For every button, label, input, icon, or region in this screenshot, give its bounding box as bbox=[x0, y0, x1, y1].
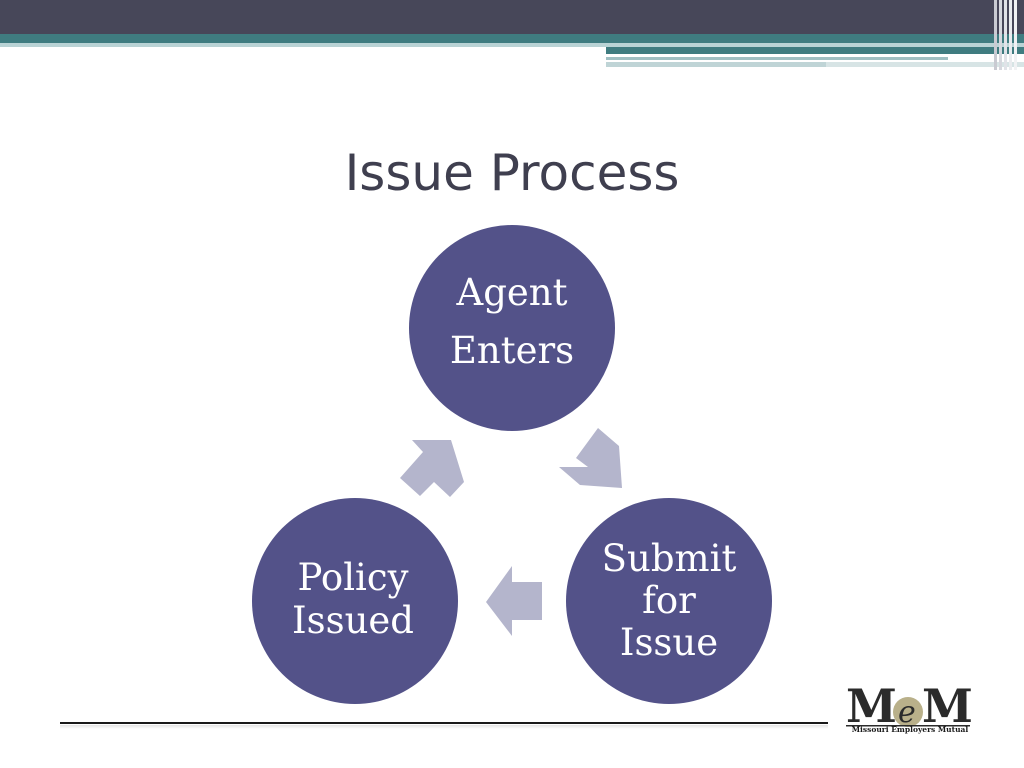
logo-company-name: Missouri Employers Mutual bbox=[851, 725, 969, 734]
node-policy-circle bbox=[252, 498, 458, 704]
node-policy-line-1: Policy bbox=[297, 556, 409, 599]
footer-divider bbox=[60, 722, 828, 724]
node-agent-circle bbox=[409, 225, 615, 431]
header-teal-bar bbox=[0, 34, 1024, 43]
node-policy-line-2: Issued bbox=[291, 599, 414, 642]
logo-letter-m-left: M bbox=[846, 679, 897, 733]
header-stripe bbox=[999, 0, 1002, 70]
header-stripe bbox=[994, 0, 997, 70]
node-submit-circle bbox=[566, 498, 772, 704]
node-agent-label: Agent Enters bbox=[410, 226, 614, 430]
node-submit-line-2: for bbox=[642, 579, 696, 622]
node-submit-line-3: Issue bbox=[619, 621, 719, 664]
footer-divider-shadow bbox=[60, 725, 828, 729]
header-stripe bbox=[1004, 0, 1007, 70]
slide-title: Issue Process bbox=[344, 144, 680, 202]
node-policy-label: Policy Issued bbox=[250, 498, 456, 704]
header-stripe bbox=[1014, 0, 1017, 70]
header-thin-line-lower bbox=[606, 62, 826, 67]
header-dark-bar bbox=[0, 0, 1024, 34]
node-agent-line-2: Enters bbox=[449, 329, 575, 372]
node-agent-line-1: Agent bbox=[456, 271, 568, 314]
logo-e-badge bbox=[893, 697, 923, 727]
node-submit-line-1: Submit bbox=[601, 537, 737, 580]
header-light-bar bbox=[0, 43, 1024, 47]
logo-letter-m-right: M bbox=[922, 679, 973, 733]
mem-logo: M e M bbox=[846, 679, 973, 733]
arrow-submit-to-policy-icon bbox=[486, 566, 542, 636]
node-submit-label: Submit for Issue bbox=[566, 498, 772, 704]
header-stripe bbox=[1009, 0, 1012, 70]
header-teal-tab bbox=[606, 47, 1024, 54]
header-band bbox=[0, 0, 1024, 70]
logo-letter-e: e bbox=[898, 695, 916, 730]
arrow-agent-to-submit-icon bbox=[559, 428, 622, 488]
arrow-policy-to-agent-icon bbox=[400, 440, 464, 497]
header-thin-line bbox=[606, 57, 948, 60]
